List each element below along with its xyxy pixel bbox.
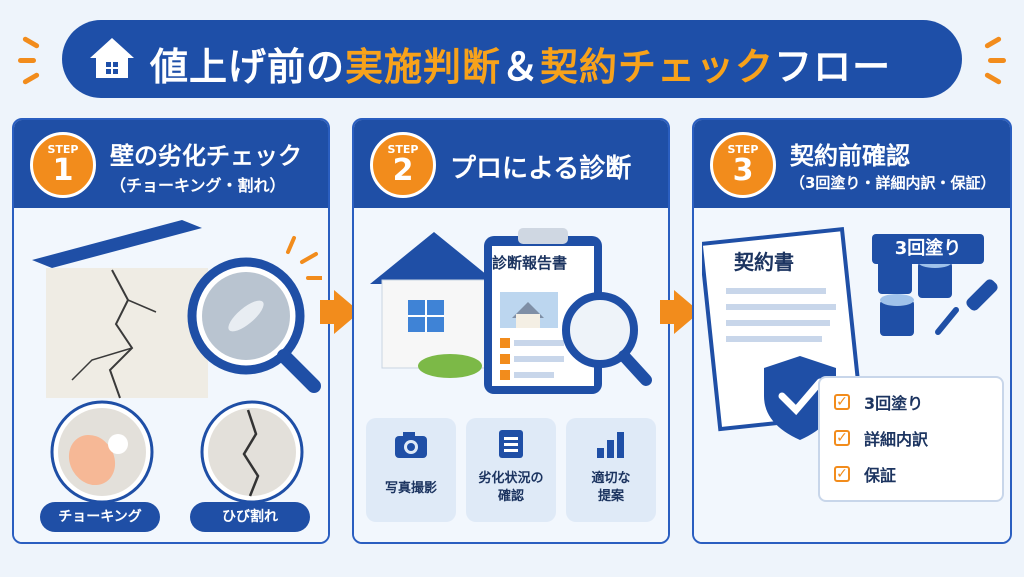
step2-card: STEP 2 プロによる診断 診断報告書	[352, 118, 670, 544]
checkbox-checked-icon: ✓	[834, 394, 850, 410]
three-coat-ribbon: 3回塗り	[872, 234, 984, 264]
step3-header: STEP 3 契約前確認 （3回塗り・詳細内訳・保証）	[694, 120, 1010, 208]
flow-arrow-stem	[660, 300, 674, 324]
proposal-label: 適切な 提案	[591, 471, 631, 504]
step1-badge: STEP 1	[30, 132, 96, 198]
step1-card: STEP 1 壁の劣化チェック （チョーキング・割れ）	[12, 118, 330, 544]
crack-pill: ひび割れ	[190, 502, 310, 532]
diagnosis-illustration	[370, 228, 652, 394]
checklist-item: 詳細内訳	[864, 430, 929, 449]
flow-arrow-stem	[320, 300, 334, 324]
step3-title: 契約前確認	[790, 142, 910, 170]
header-banner	[62, 20, 962, 98]
chalking-pill: チョーキング	[40, 502, 160, 532]
proposal-tile: 適切な 提案	[566, 418, 656, 522]
step1-title: 壁の劣化チェック	[110, 142, 302, 170]
bar-chart-icon	[597, 432, 624, 458]
step1-header: STEP 1 壁の劣化チェック （チョーキング・割れ）	[14, 120, 328, 208]
contract-title: 契約書	[734, 250, 794, 274]
spark-decoration	[988, 58, 1006, 63]
photo-label: 写真撮影	[384, 481, 437, 496]
spark-decoration	[983, 35, 1003, 50]
checklist-item: 保証	[864, 466, 897, 485]
condition-tile: 劣化状況の 確認	[466, 418, 556, 522]
checklist-panel: ✓ 3回塗り ✓ 詳細内訳 ✓ 保証	[818, 376, 1004, 502]
chalking-icon	[50, 400, 154, 504]
crack-icon	[200, 400, 304, 504]
step3-body: 契約書 3回塗り ✓ 3回塗り ✓ 詳細内訳 ✓ 保証	[694, 208, 1010, 542]
house-icon	[90, 38, 134, 78]
spark-decoration	[18, 58, 36, 63]
checkbox-checked-icon: ✓	[834, 430, 850, 446]
step3-subtitle: （3回塗り・詳細内訳・保証）	[790, 174, 996, 192]
step1-body: チョーキング ひび割れ	[14, 208, 328, 542]
camera-icon	[395, 432, 427, 458]
spark-decoration	[983, 71, 1003, 86]
step2-title: プロによる診断	[450, 154, 632, 184]
condition-label: 劣化状況の 確認	[478, 471, 544, 504]
checklist-item: 3回塗り	[864, 394, 924, 413]
spark-decoration	[21, 35, 41, 50]
cracked-wall-illustration	[32, 220, 322, 399]
document-list-icon	[499, 430, 523, 458]
step3-card: STEP 3 契約前確認 （3回塗り・詳細内訳・保証） 契約書 3回塗り ✓	[692, 118, 1012, 544]
photo-tile: 写真撮影	[366, 418, 456, 522]
page-title: 値上げ前の実施判断＆契約チェックフロー	[150, 45, 892, 89]
step2-badge: STEP 2	[370, 132, 436, 198]
step1-subtitle: （チョーキング・割れ）	[110, 176, 286, 195]
step2-header: STEP 2 プロによる診断	[354, 120, 668, 208]
checkbox-checked-icon: ✓	[834, 466, 850, 482]
report-title: 診断報告書	[492, 254, 568, 272]
step3-badge: STEP 3	[710, 132, 776, 198]
spark-decoration	[21, 71, 41, 86]
